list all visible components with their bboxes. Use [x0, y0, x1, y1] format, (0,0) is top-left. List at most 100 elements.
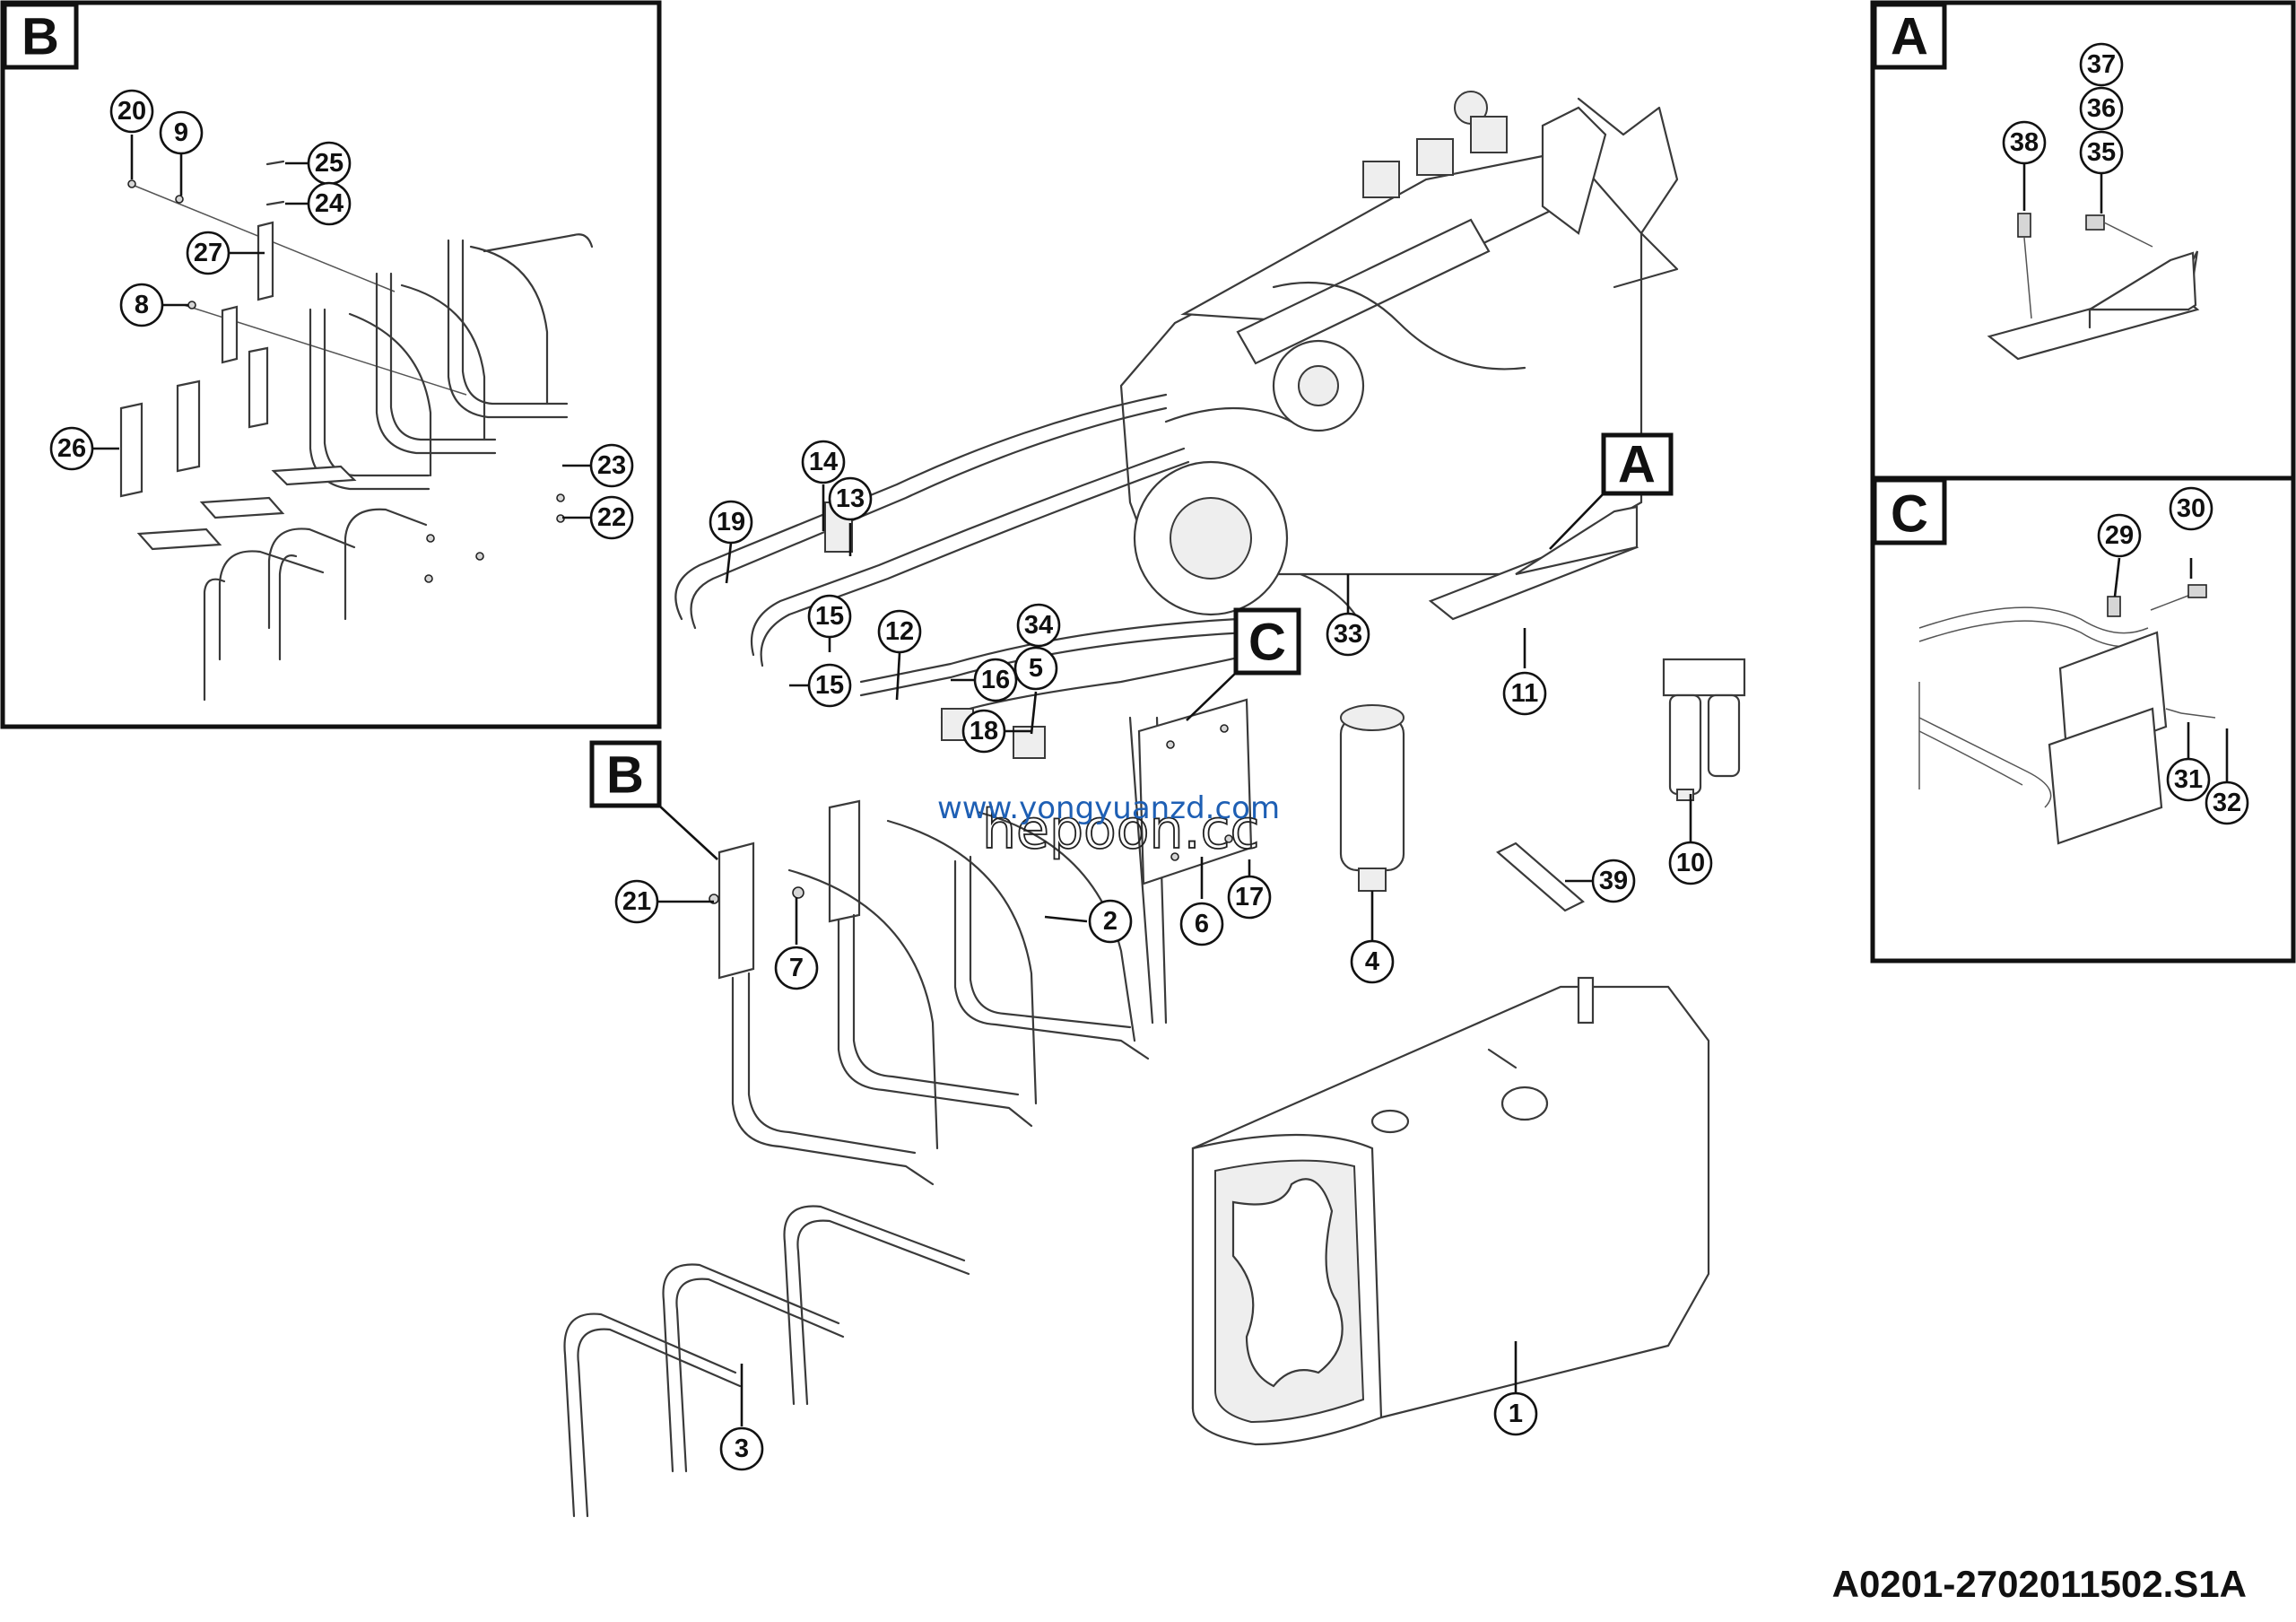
- watermarks: hepoon.cc www.yongyuanzd.com: [937, 790, 1280, 862]
- callout-1: 1: [1493, 1391, 1538, 1436]
- svg-text:5: 5: [1029, 654, 1043, 683]
- svg-text:31: 31: [2174, 765, 2203, 794]
- svg-text:3: 3: [735, 1435, 749, 1463]
- svg-text:9: 9: [174, 118, 188, 147]
- callout-15b: 15: [807, 663, 852, 708]
- watermark-site: hepoon.cc: [982, 798, 1260, 861]
- svg-text:15: 15: [815, 602, 844, 631]
- callout-11: 11: [1502, 671, 1547, 716]
- detail-a-drawing: [1987, 213, 2200, 361]
- engine-illustration: [1119, 91, 1679, 616]
- svg-text:33: 33: [1334, 620, 1362, 649]
- detail-c-tag: C: [1891, 485, 1928, 544]
- callout-7: 7: [774, 946, 819, 990]
- detail-c-leaders: [2113, 557, 2229, 783]
- fuel-filter: [1339, 704, 1405, 892]
- svg-text:22: 22: [597, 503, 626, 532]
- detail-b-tag: B: [22, 8, 59, 66]
- callout-10: 10: [1668, 841, 1713, 885]
- callout-16: 16: [973, 658, 1018, 702]
- detail-a-callouts: 37 36 35 38: [2002, 42, 2124, 175]
- water-separator: [1662, 658, 1746, 801]
- svg-text:23: 23: [597, 451, 626, 480]
- svg-text:29: 29: [2105, 521, 2134, 550]
- detail-b-drawing: [119, 160, 594, 702]
- svg-text:26: 26: [57, 434, 86, 463]
- callout-29: 29: [2097, 513, 2142, 558]
- callout-34: 34: [1016, 603, 1061, 648]
- svg-text:6: 6: [1195, 910, 1209, 938]
- svg-text:7: 7: [789, 954, 804, 982]
- svg-text:21: 21: [622, 887, 651, 916]
- fuel-tank: [1191, 976, 1710, 1446]
- callout-37: 37: [2079, 42, 2124, 87]
- callout-8: 8: [119, 283, 164, 327]
- main-leaders: [657, 484, 1692, 1426]
- callout-38: 38: [2002, 120, 2047, 165]
- callout-26: 26: [49, 426, 94, 471]
- svg-text:38: 38: [2010, 128, 2039, 157]
- callout-13: 13: [828, 476, 873, 521]
- callout-35: 35: [2079, 130, 2124, 175]
- tank-brackets: [709, 716, 1168, 1186]
- svg-text:27: 27: [194, 239, 222, 267]
- callout-33: 33: [1326, 612, 1370, 657]
- main-view-tags: B A C: [589, 432, 1674, 860]
- callout-6: 6: [1179, 902, 1224, 946]
- mounting-plate: [1137, 698, 1253, 885]
- svg-text:11: 11: [1511, 679, 1539, 708]
- callout-5: 5: [1013, 646, 1058, 691]
- detail-c-callouts: 30 29 31 32: [2097, 486, 2249, 825]
- callout-24: 24: [307, 181, 352, 226]
- main-callouts: 1 2 3 4 5 6 7 10 11 12 13 14 15 15 16 17…: [614, 440, 1713, 1471]
- detail-c-drawing: [1918, 584, 2216, 845]
- callout-21: 21: [614, 879, 659, 924]
- callout-18: 18: [961, 709, 1006, 754]
- svg-text:10: 10: [1676, 849, 1705, 877]
- svg-text:15: 15: [815, 671, 844, 700]
- svg-text:25: 25: [315, 149, 344, 178]
- callout-36: 36: [2079, 86, 2124, 131]
- callout-23: 23: [589, 443, 634, 488]
- callout-22: 22: [589, 495, 634, 540]
- callout-27: 27: [186, 231, 230, 275]
- svg-text:35: 35: [2087, 138, 2116, 167]
- svg-text:8: 8: [135, 291, 149, 319]
- svg-text:34: 34: [1024, 611, 1053, 640]
- svg-text:13: 13: [836, 484, 865, 513]
- callout-39: 39: [1591, 859, 1636, 903]
- callout-3: 3: [719, 1426, 764, 1471]
- callout-15: 15: [807, 594, 852, 639]
- svg-text:16: 16: [981, 666, 1010, 694]
- svg-text:12: 12: [885, 617, 914, 646]
- detail-b-leaders: [92, 135, 592, 519]
- svg-text:30: 30: [2177, 494, 2205, 523]
- main-tag-a: A: [1618, 436, 1656, 494]
- callout-2: 2: [1088, 899, 1133, 944]
- callout-20: 20: [109, 89, 154, 134]
- callout-9: 9: [159, 110, 204, 155]
- drawing-code: A0201-2702011502.S1A: [1832, 1563, 2247, 1605]
- tank-straps: [563, 1205, 970, 1518]
- detail-a-tag: A: [1891, 8, 1928, 66]
- svg-text:18: 18: [970, 717, 998, 746]
- svg-text:32: 32: [2213, 789, 2241, 817]
- callout-19: 19: [709, 500, 753, 545]
- callout-17: 17: [1227, 875, 1272, 920]
- main-tag-b: B: [606, 746, 644, 805]
- svg-text:1: 1: [1509, 1400, 1523, 1428]
- svg-text:37: 37: [2087, 50, 2116, 79]
- svg-text:19: 19: [717, 508, 745, 536]
- shim-strip: [1496, 842, 1585, 912]
- callout-25: 25: [307, 141, 352, 186]
- detail-b-panel: B: [0, 0, 662, 729]
- callout-32: 32: [2205, 780, 2249, 825]
- svg-text:39: 39: [1599, 867, 1628, 895]
- detail-b-callouts: 20 9 25 24 27 8 26 23 22: [49, 89, 634, 540]
- watermark-url: www.yongyuanzd.com: [937, 790, 1280, 826]
- callout-12: 12: [877, 609, 922, 654]
- svg-text:2: 2: [1103, 907, 1118, 936]
- svg-text:14: 14: [809, 448, 838, 476]
- callout-30: 30: [2169, 486, 2213, 531]
